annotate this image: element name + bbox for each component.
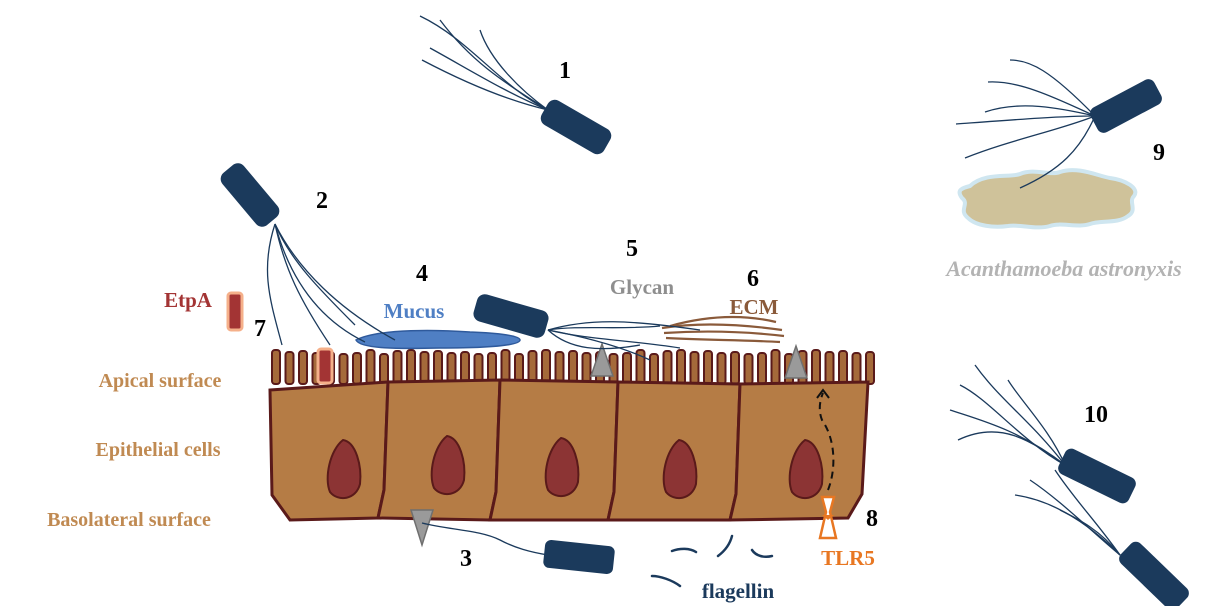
label-glycan: Glycan	[610, 275, 674, 299]
label-number-10: 10	[1084, 402, 1108, 428]
bacterium-2	[217, 160, 395, 345]
microvillus	[556, 352, 564, 384]
microvillus	[272, 350, 280, 384]
microvillus	[664, 351, 672, 384]
etpa-marker-surface	[318, 349, 332, 383]
microvillus	[772, 350, 780, 384]
microvillus	[758, 353, 766, 384]
microvillus	[677, 350, 685, 384]
label-apical-surface: Apical surface	[99, 370, 222, 392]
microvillus	[623, 353, 631, 384]
microvillus	[839, 351, 847, 384]
microvillus	[745, 354, 753, 384]
microvillus	[353, 353, 361, 384]
bacterium-body	[217, 160, 282, 230]
ecm-fibres	[662, 317, 784, 342]
microvillus	[866, 352, 874, 384]
bacterium-3	[422, 523, 615, 575]
bacterium-10-upper	[950, 365, 1138, 506]
bacterium-body	[1056, 446, 1138, 505]
microvillus	[853, 353, 861, 384]
label-number-2: 2	[316, 188, 328, 214]
microvilli	[272, 350, 874, 384]
bacterium-1	[420, 16, 614, 157]
label-number-4: 4	[416, 261, 428, 287]
label-etpa: EtpA	[164, 288, 213, 312]
label-number-1: 1	[559, 58, 571, 84]
microvillus	[421, 352, 429, 384]
label-tlr5: TLR5	[821, 546, 875, 570]
mucus-layer	[356, 330, 520, 348]
microvillus	[718, 353, 726, 384]
bacterium-body	[538, 97, 614, 157]
microvillus	[380, 354, 388, 384]
epithelial-cell	[270, 382, 388, 520]
microvillus	[691, 352, 699, 384]
microvillus	[407, 350, 415, 384]
label-number-3: 3	[460, 546, 472, 572]
glycan-triangle	[411, 510, 433, 545]
microvillus	[583, 353, 591, 384]
microvillus	[367, 350, 375, 384]
label-basolateral-surface: Basolateral surface	[47, 509, 211, 531]
label-flagellin: flagellin	[702, 579, 775, 603]
label-number-8: 8	[866, 506, 878, 532]
microvillus	[394, 351, 402, 384]
microvillus	[569, 351, 577, 384]
label-ecm: ECM	[730, 295, 779, 319]
microvillus	[704, 351, 712, 384]
label-mucus: Mucus	[384, 299, 445, 323]
microvillus	[340, 354, 348, 384]
microvillus	[650, 354, 658, 384]
bacterium-9	[956, 60, 1164, 188]
label-number-5: 5	[626, 236, 638, 262]
bacterium-body	[1116, 539, 1192, 606]
label-number-6: 6	[747, 266, 759, 292]
microvillus	[812, 350, 820, 384]
label-number-9: 9	[1153, 140, 1165, 166]
label-epithelial-cells: Epithelial cells	[96, 439, 221, 461]
microvillus	[731, 352, 739, 384]
microvillus	[542, 350, 550, 384]
bacterium-body	[543, 539, 616, 574]
label-amoeba: Acanthamoeba astronyxis	[944, 256, 1181, 281]
etpa-marker-legend	[228, 293, 242, 330]
microvillus	[826, 352, 834, 384]
microvillus	[434, 351, 442, 384]
bacterium-body	[1088, 77, 1165, 136]
label-number-7: 7	[254, 316, 266, 342]
acanthamoeba-cell	[960, 170, 1136, 227]
microvillus	[299, 351, 307, 384]
microvillus	[286, 352, 294, 384]
